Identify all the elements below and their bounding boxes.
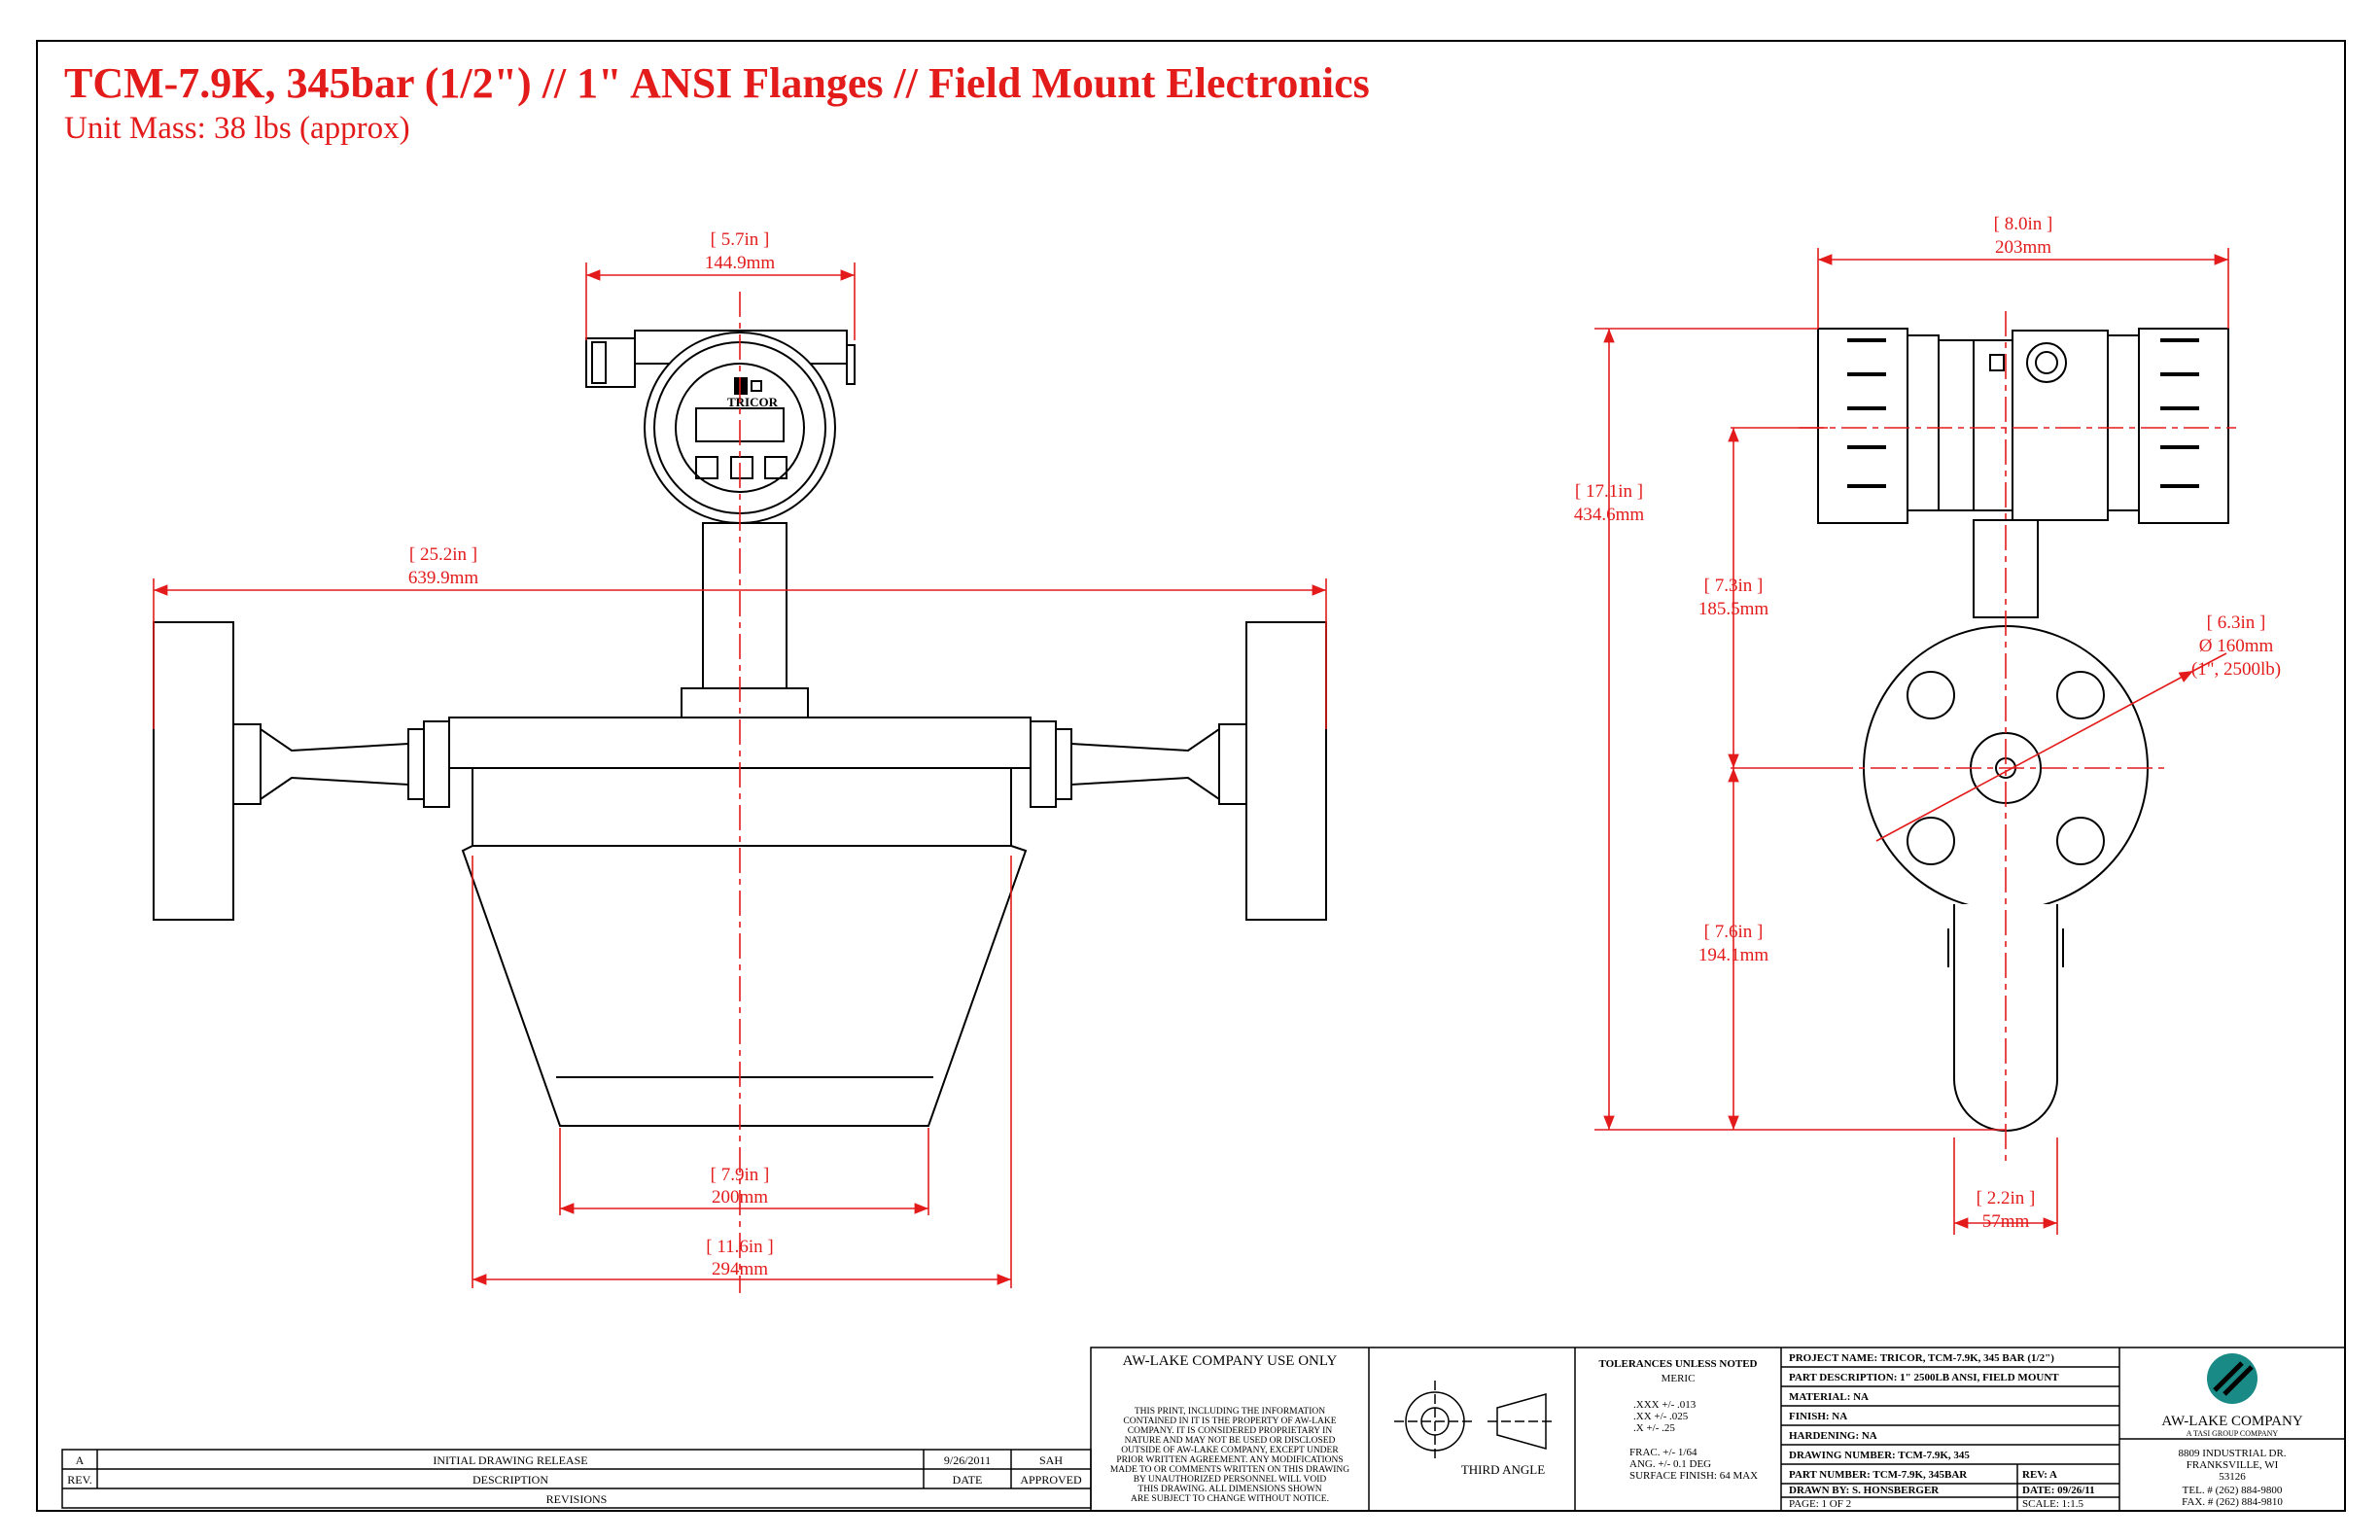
rev-approved: SAH — [1039, 1453, 1063, 1467]
dim-housing-mm: 294mm — [712, 1259, 768, 1279]
tricor-logo-icon — [734, 377, 748, 395]
dim-transmitter-mm: 144.9mm — [705, 253, 776, 273]
lock-icon — [751, 380, 762, 392]
dim-tube-mm: 57mm — [1982, 1211, 2030, 1232]
right-flange — [1245, 621, 1327, 921]
dim-base-in: [ 7.9in ] — [711, 1165, 770, 1185]
left-flange — [153, 621, 234, 921]
legal-line: THIS PRINT, INCLUDING THE INFORMATION — [1135, 1407, 1325, 1417]
right-cap — [2138, 328, 2229, 524]
dim-length-in: [ 25.2in ] — [409, 544, 477, 565]
company-address-2: FRANKSVILLE, WI — [2187, 1459, 2279, 1471]
tolerance-x: .X +/- .25 — [1633, 1422, 1675, 1434]
legal-notice: THIS PRINT, INCLUDING THE INFORMATION CO… — [1110, 1407, 1349, 1504]
third-angle-label: THIRD ANGLE — [1461, 1462, 1545, 1477]
dim-tube-in: [ 2.2in ] — [1977, 1188, 2036, 1208]
tolerance-surface: SURFACE FINISH: 64 MAX — [1629, 1470, 1758, 1482]
company-group: A TASI GROUP COMPANY — [2187, 1429, 2279, 1438]
dim-upper-mm: 185.5mm — [1698, 599, 1769, 619]
tolerance-title: TOLERANCES UNLESS NOTED — [1598, 1358, 1757, 1370]
transmitter-head — [585, 330, 856, 524]
dim-length-mm: 639.9mm — [408, 568, 479, 588]
company-tel: TEL. # (262) 884-9800 — [2183, 1485, 2283, 1496]
field-part-number: PART NUMBER: TCM-7.9K, 345BAR — [1789, 1469, 1968, 1481]
dim-lower-in: [ 7.6in ] — [1704, 922, 1764, 942]
legal-line: BY UNAUTHORIZED PERSONNEL WILL VOID — [1134, 1475, 1327, 1485]
display-brand: TRICOR — [727, 395, 779, 409]
revisions-title: REVISIONS — [546, 1492, 608, 1506]
rev-header-approved: APPROVED — [1020, 1473, 1082, 1487]
field-material: MATERIAL: NA — [1789, 1391, 1869, 1403]
legal-line: ARE SUBJECT TO CHANGE WITHOUT NOTICE. — [1131, 1494, 1329, 1504]
rev-date: 9/26/2011 — [944, 1453, 991, 1467]
field-hardening: HARDENING: NA — [1789, 1430, 1877, 1442]
rev-header-rev: REV. — [67, 1473, 91, 1487]
field-part-description: PART DESCRIPTION: 1" 2500LB ANSI, FIELD … — [1789, 1372, 2059, 1383]
field-page: PAGE: 1 OF 2 — [1789, 1498, 1851, 1510]
unit-mass: Unit Mass: 38 lbs (approx) — [64, 111, 410, 146]
dim-flange-in: [ 6.3in ] — [2207, 612, 2266, 633]
rev-description: INITIAL DRAWING RELEASE — [433, 1453, 587, 1467]
aw-lake-logo-icon — [2207, 1353, 2258, 1404]
dim-lower-mm: 194.1mm — [1698, 945, 1769, 965]
tolerance-xx: .XX +/- .025 — [1633, 1411, 1689, 1422]
company-address-1: 8809 INDUSTRIAL DR. — [2178, 1448, 2286, 1459]
rev-header-desc: DESCRIPTION — [472, 1473, 548, 1487]
dim-flange-note: (1", 2500lb) — [2191, 659, 2281, 680]
field-drawn-by: DRAWN BY: S. HONSBERGER — [1789, 1485, 1940, 1496]
legal-line: THIS DRAWING. ALL DIMENSIONS SHOWN — [1138, 1485, 1321, 1494]
legal-line: COMPANY. IT IS CONSIDERED PROPRIETARY IN — [1128, 1426, 1333, 1436]
legal-line: CONTAINED IN IT IS THE PROPERTY OF AW-LA… — [1123, 1417, 1336, 1426]
company-name: AW-LAKE COMPANY — [2161, 1414, 2303, 1429]
legal-line: NATURE AND MAY NOT BE USED OR DISCLOSED — [1125, 1436, 1336, 1446]
rev-header-date: DATE — [953, 1473, 983, 1487]
legal-line: PRIOR WRITTEN AGREEMENT. ANY MODIFICATIO… — [1116, 1455, 1343, 1465]
dim-upper-in: [ 7.3in ] — [1704, 576, 1764, 596]
field-date: DATE: 09/26/11 — [2022, 1485, 2095, 1496]
dim-width-in: [ 8.0in ] — [1994, 214, 2053, 234]
field-drawing-number: DRAWING NUMBER: TCM-7.9K, 345 — [1789, 1450, 1970, 1461]
company-fax: FAX. # (262) 884-9810 — [2182, 1496, 2283, 1508]
dim-height-mm: 434.6mm — [1574, 505, 1645, 525]
dim-flange-mm: Ø 160mm — [2199, 636, 2274, 656]
dim-transmitter-in: [ 5.7in ] — [711, 229, 770, 250]
field-project-name: PROJECT NAME: TRICOR, TCM-7.9K, 345 BAR … — [1789, 1352, 2054, 1364]
company-zip: 53126 — [2219, 1471, 2246, 1483]
drawing-title: TCM-7.9K, 345bar (1/2") // 1" ANSI Flang… — [64, 59, 1370, 107]
legal-line: MADE TO OR COMMENTS WRITTEN ON THIS DRAW… — [1110, 1465, 1349, 1475]
dim-height-in: [ 17.1in ] — [1575, 481, 1643, 502]
tolerance-subtitle: MERIC — [1662, 1373, 1696, 1384]
tolerance-ang: ANG. +/- 0.1 DEG — [1629, 1458, 1711, 1470]
side-view — [1817, 328, 2229, 1132]
use-only-heading: AW-LAKE COMPANY USE ONLY — [1123, 1353, 1338, 1369]
dim-width-mm: 203mm — [1995, 237, 2051, 258]
rev-letter: A — [76, 1453, 85, 1467]
field-scale: SCALE: 1:1.5 — [2022, 1498, 2083, 1510]
title-block — [1090, 1347, 2346, 1512]
tolerance-xxx: .XXX +/- .013 — [1633, 1399, 1697, 1411]
transmitter-neck — [702, 522, 788, 689]
field-finish: FINISH: NA — [1789, 1411, 1847, 1422]
left-cap — [1817, 328, 1908, 524]
tolerance-frac: FRAC. +/- 1/64 — [1629, 1447, 1698, 1458]
sensor-housing — [461, 767, 1028, 1127]
field-rev: REV: A — [2022, 1469, 2057, 1481]
legal-line: OUTSIDE OF AW-LAKE COMPANY, EXCEPT UNDER — [1121, 1446, 1339, 1455]
dim-housing-in: [ 11.6in ] — [706, 1237, 773, 1257]
dim-base-mm: 200mm — [712, 1187, 768, 1208]
